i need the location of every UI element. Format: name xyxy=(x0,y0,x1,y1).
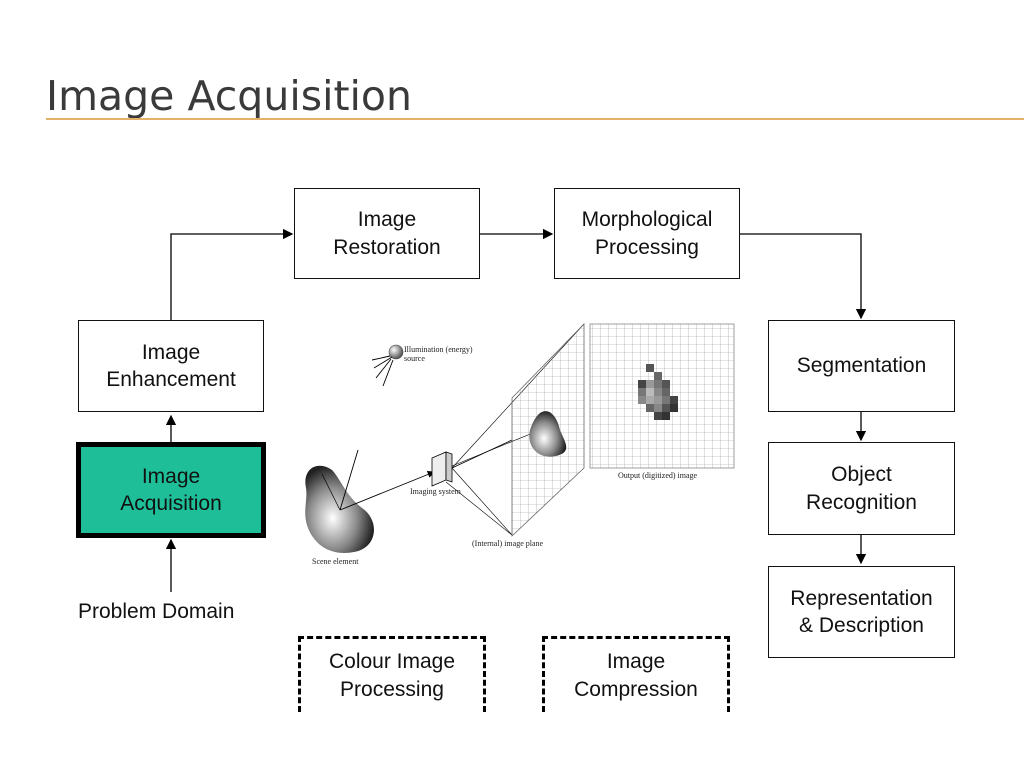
output-image-label: Output (digitized) image xyxy=(618,471,698,480)
illumination-source-label: Illumination (energy) source xyxy=(404,345,473,363)
morphological-processing-box: Morphological Processing xyxy=(554,188,740,279)
imaging-system-icon xyxy=(431,451,453,487)
colour-image-processing-box: Colour Image Processing xyxy=(298,636,486,712)
scene-element-label: Scene element xyxy=(312,557,359,566)
image-enhancement-box: Image Enhancement xyxy=(78,320,264,412)
imaging-system-label: Imaging system xyxy=(410,487,461,496)
illumination-source-icon xyxy=(371,344,404,387)
object-recognition-box: Object Recognition xyxy=(768,442,955,535)
arrow-enhancement-to-restoration xyxy=(170,228,294,320)
representation-description-box: Representation & Description xyxy=(768,566,955,658)
segmentation-box: Segmentation xyxy=(768,320,955,412)
image-compression-box: Image Compression xyxy=(542,636,730,712)
internal-image-plane-label: (Internal) image plane xyxy=(472,539,544,548)
title-underline xyxy=(46,118,1024,120)
page-title: Image Acquisition xyxy=(46,72,412,120)
image-acquisition-box: Image Acquisition xyxy=(76,442,266,538)
arrow-morphological-to-segmentation xyxy=(740,233,867,320)
problem-domain-label: Problem Domain xyxy=(78,600,235,623)
image-restoration-box: Image Restoration xyxy=(294,188,480,279)
digitized-shape xyxy=(638,364,678,420)
